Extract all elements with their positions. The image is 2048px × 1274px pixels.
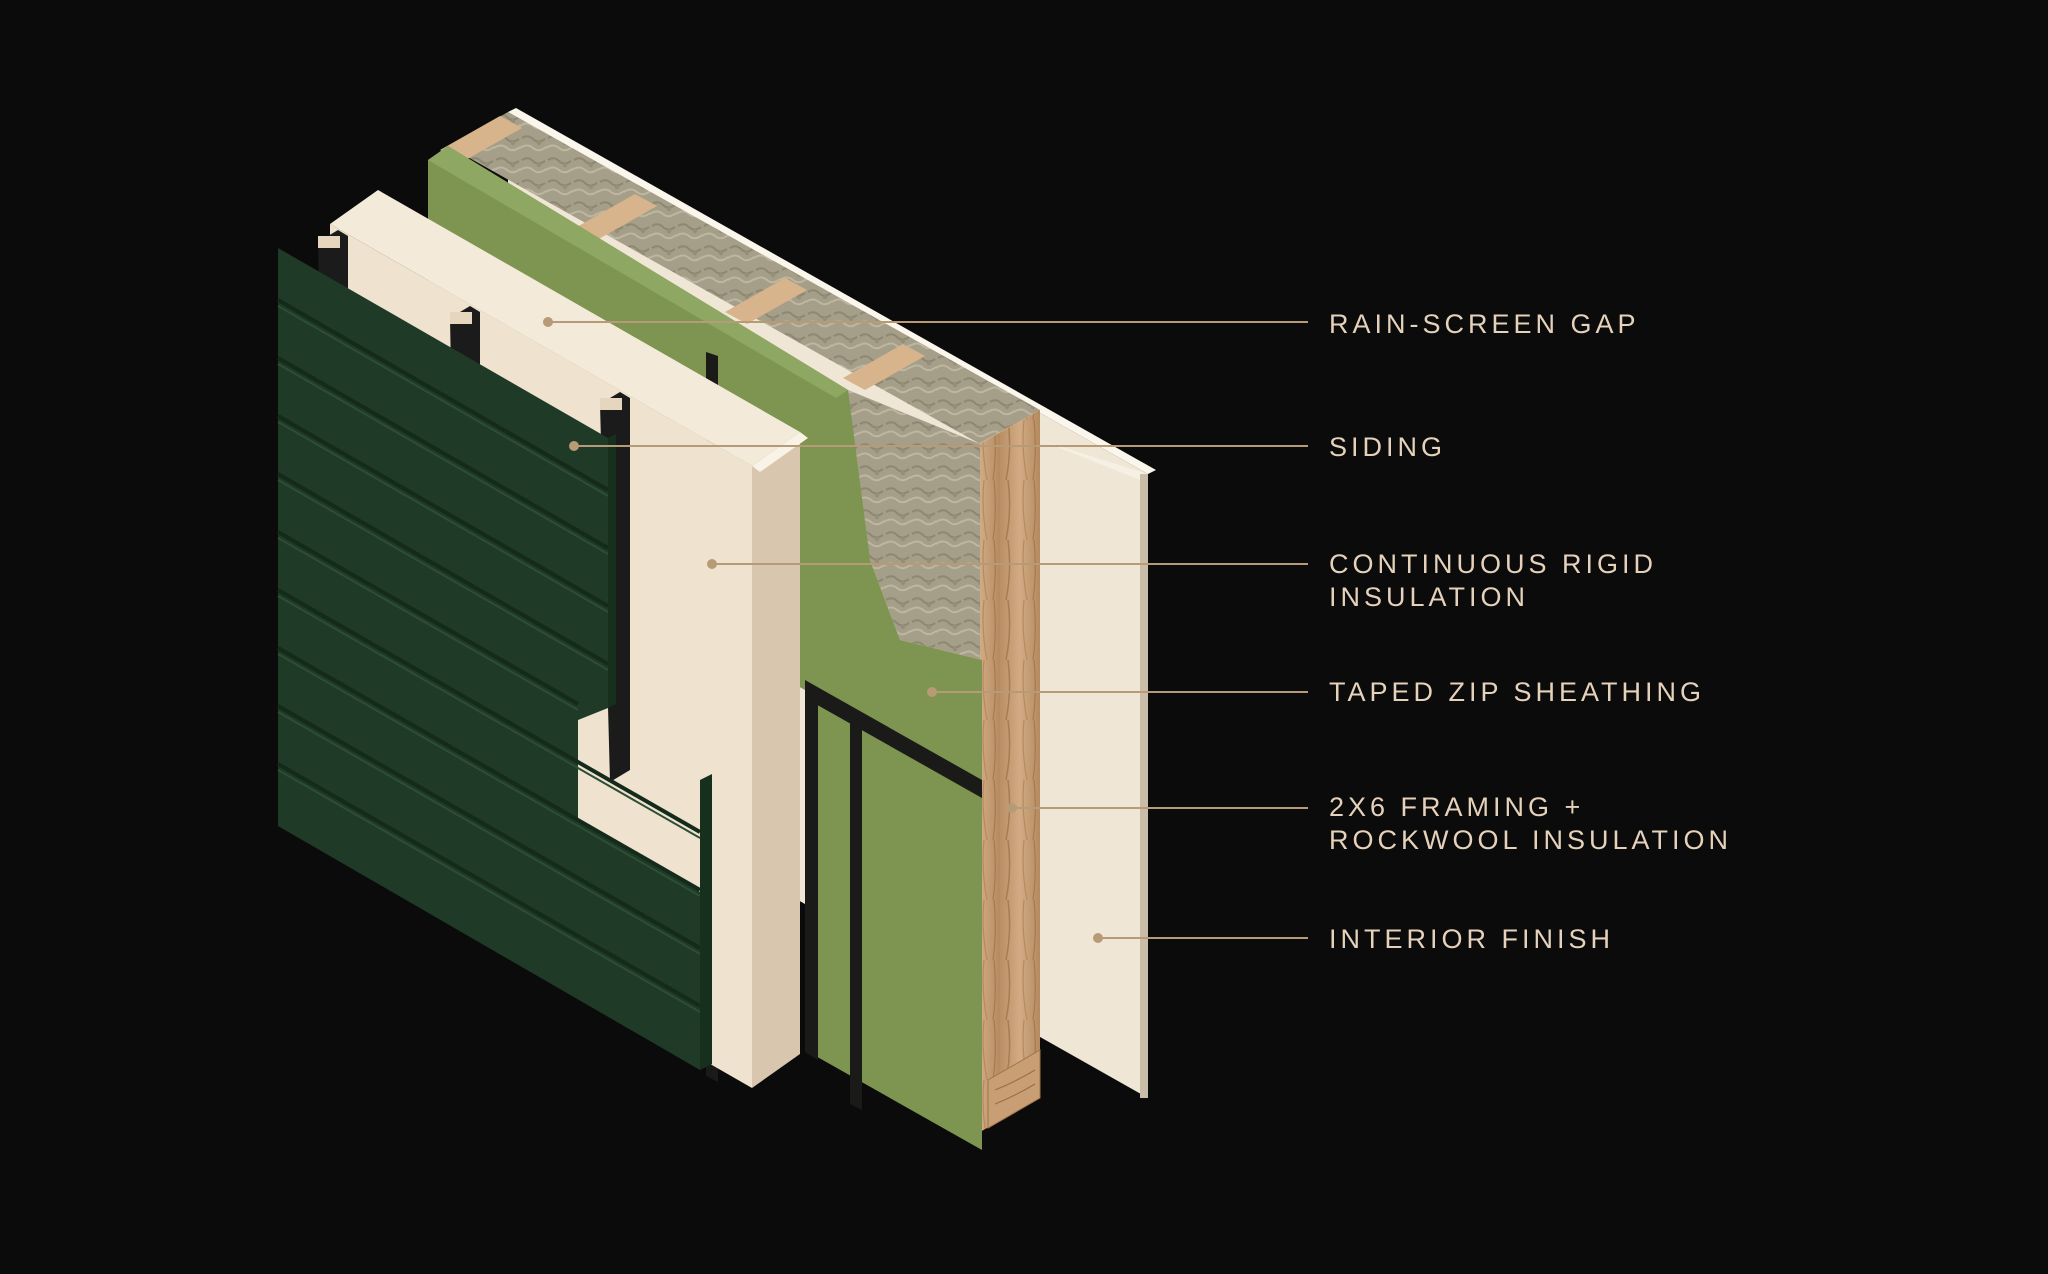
label-siding: SIDING	[1329, 432, 1447, 462]
label-interior-finish: INTERIOR FINISH	[1329, 924, 1615, 954]
label-continuous-rigid-insulation: CONTINUOUS RIGID INSULATION	[1329, 549, 1658, 612]
lap-siding	[277, 248, 712, 1070]
label-rain-screen-gap: RAIN-SCREEN GAP	[1329, 309, 1640, 339]
label-taped-zip-sheathing: TAPED ZIP SHEATHING	[1329, 677, 1706, 707]
leader-lines	[543, 317, 1308, 943]
label-framing-rockwool: 2X6 FRAMING + ROCKWOOL INSULATION	[1329, 792, 1733, 855]
framing-rockwool-assembly	[848, 390, 1041, 1132]
